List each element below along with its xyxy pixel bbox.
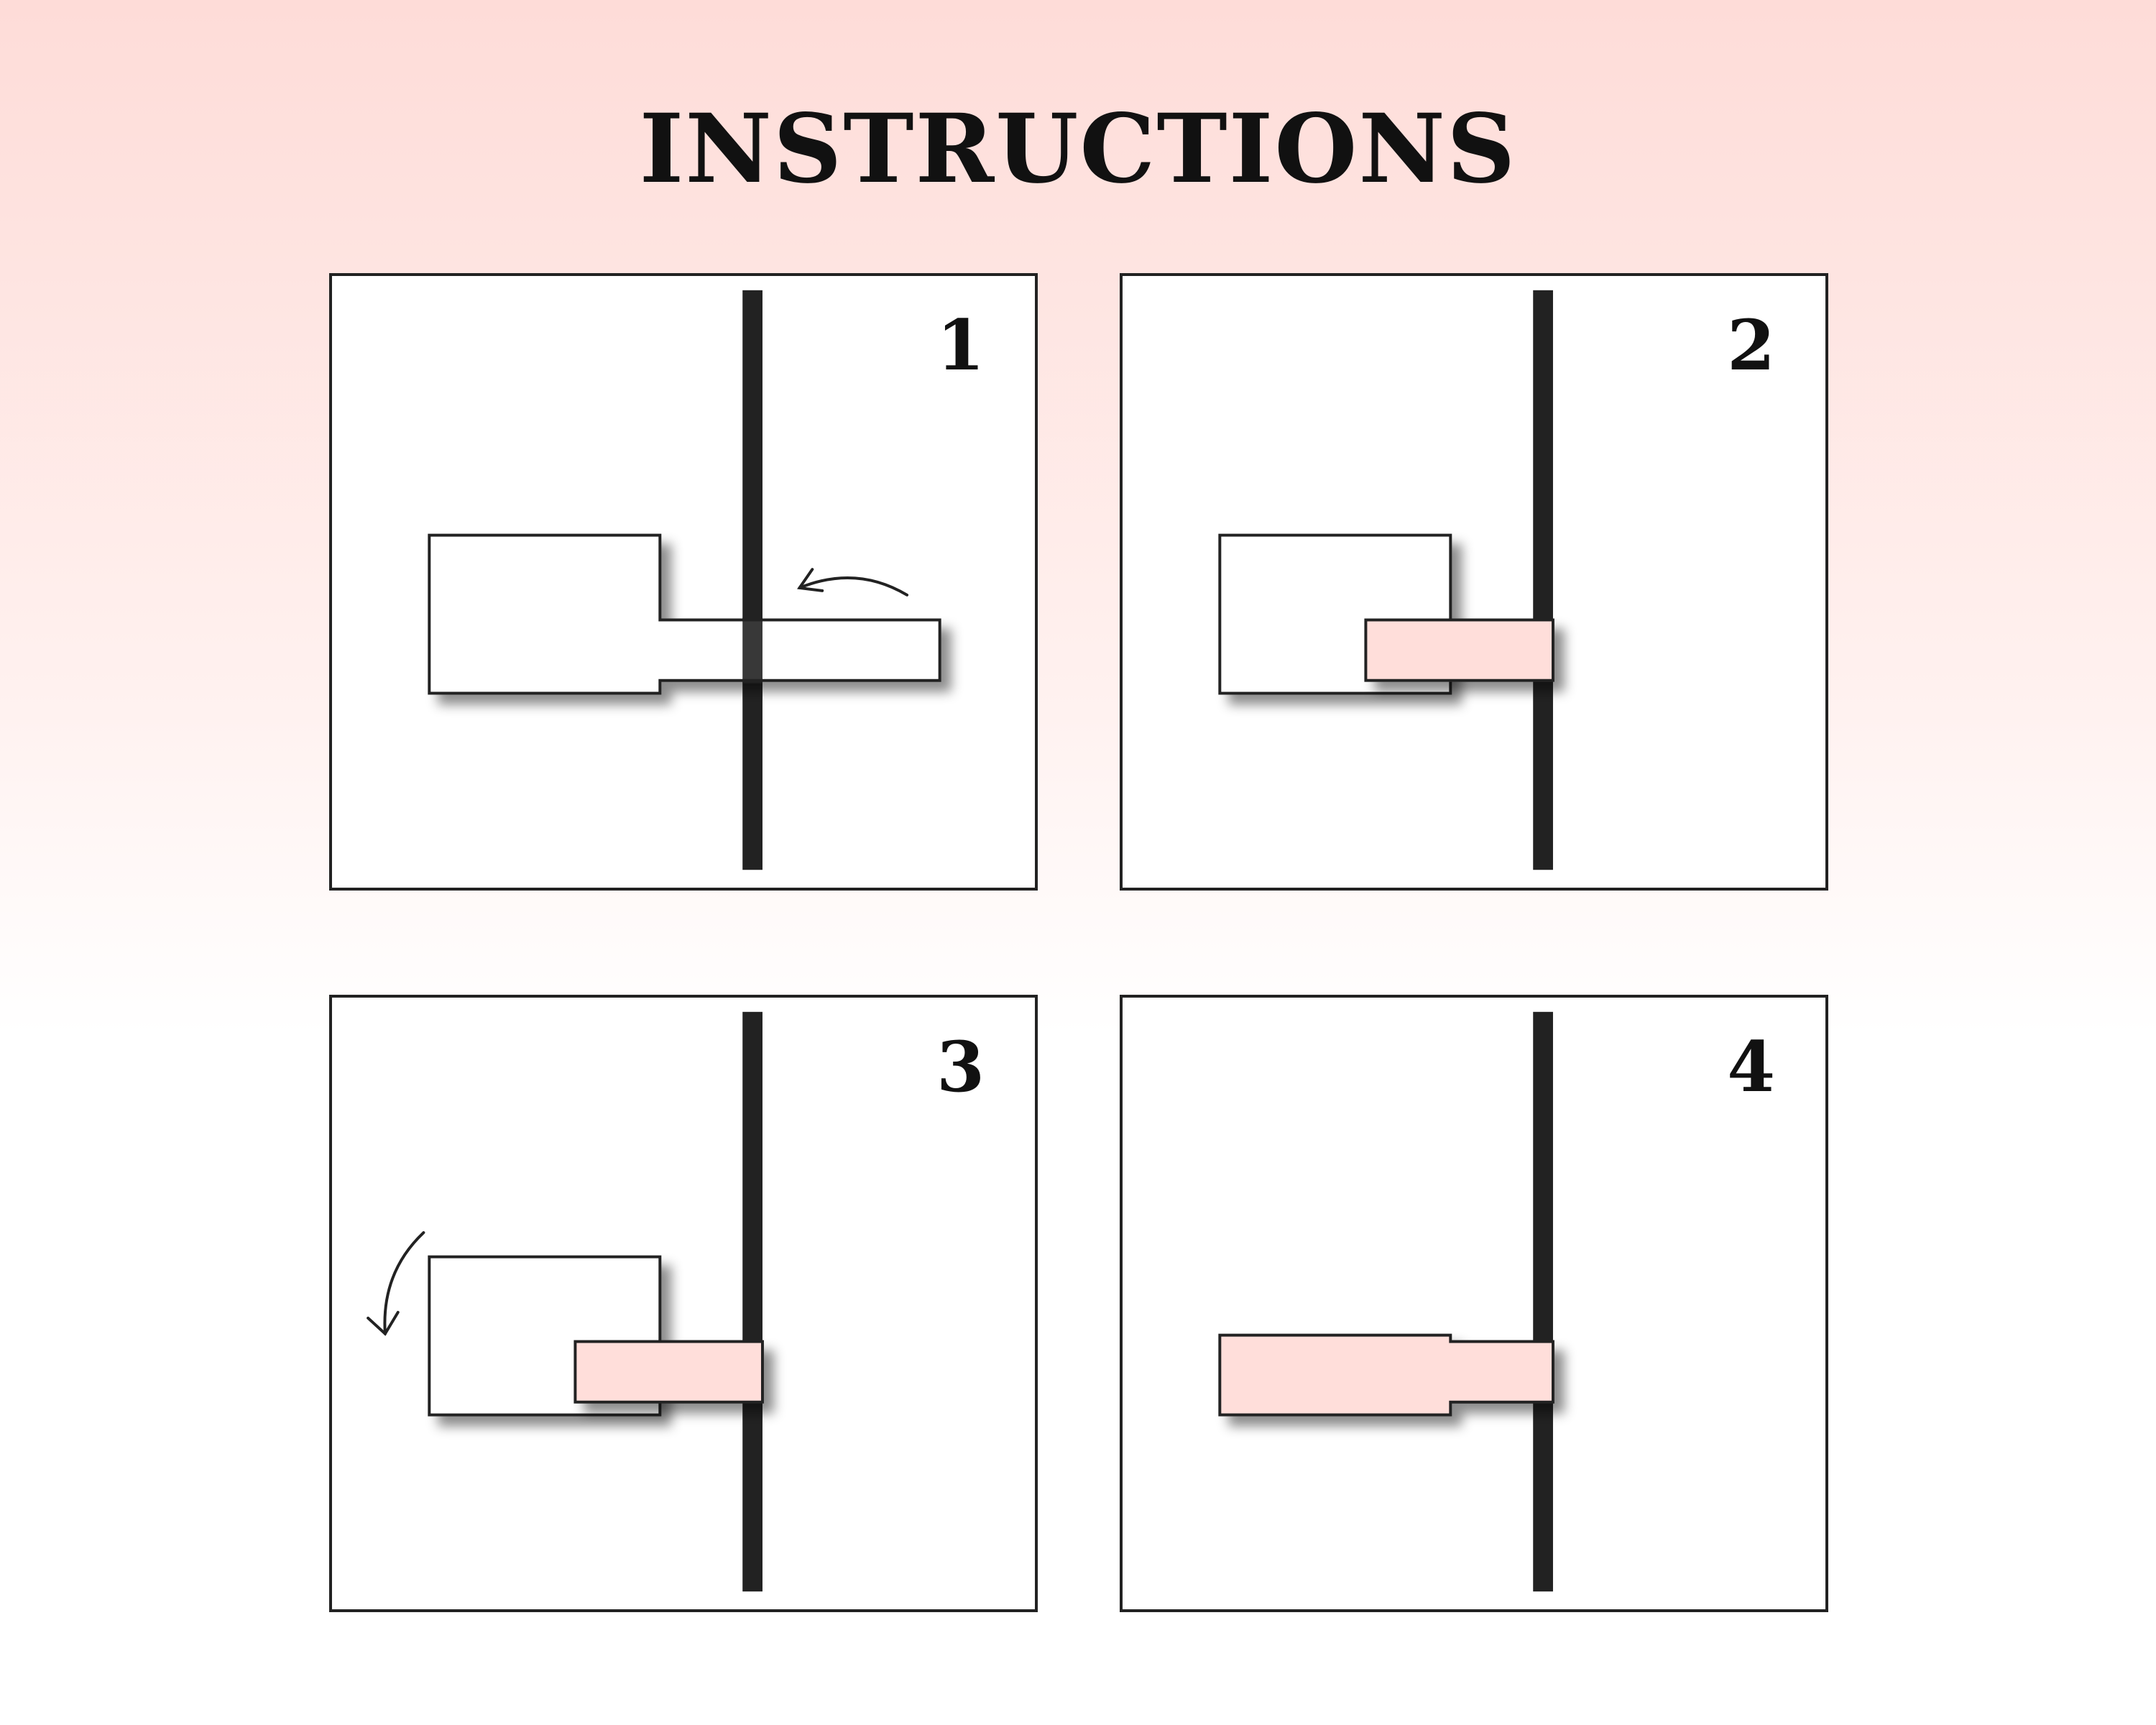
step-4-illustration <box>1218 1011 1554 1592</box>
wrapped-paper <box>1218 1333 1554 1417</box>
pole <box>742 290 763 870</box>
step-2-illustration <box>1218 290 1554 870</box>
page-title: INSTRUCTIONS <box>639 93 1517 205</box>
folded-flap <box>1364 618 1554 682</box>
step-number: 1 <box>936 305 985 386</box>
step-4-panel: 4 <box>1120 995 1828 1612</box>
step-number: 3 <box>936 1026 985 1108</box>
folded-flap <box>573 1340 764 1404</box>
curved-arrow-left-icon <box>796 568 909 597</box>
pole <box>742 1011 763 1592</box>
step-number: 4 <box>1727 1026 1775 1108</box>
step-1-illustration <box>428 290 941 870</box>
step-number: 2 <box>1727 305 1775 386</box>
step-2-panel: 2 <box>1120 273 1828 891</box>
step-1-panel: 1 <box>329 273 1038 891</box>
step-3-panel: 3 <box>329 995 1038 1612</box>
pole-overlap <box>742 617 763 684</box>
curved-arrow-down-icon <box>367 1230 425 1336</box>
step-3-illustration <box>367 1011 764 1592</box>
pole <box>1533 1011 1553 1592</box>
paper-strip <box>428 533 941 695</box>
pole <box>1533 290 1553 870</box>
